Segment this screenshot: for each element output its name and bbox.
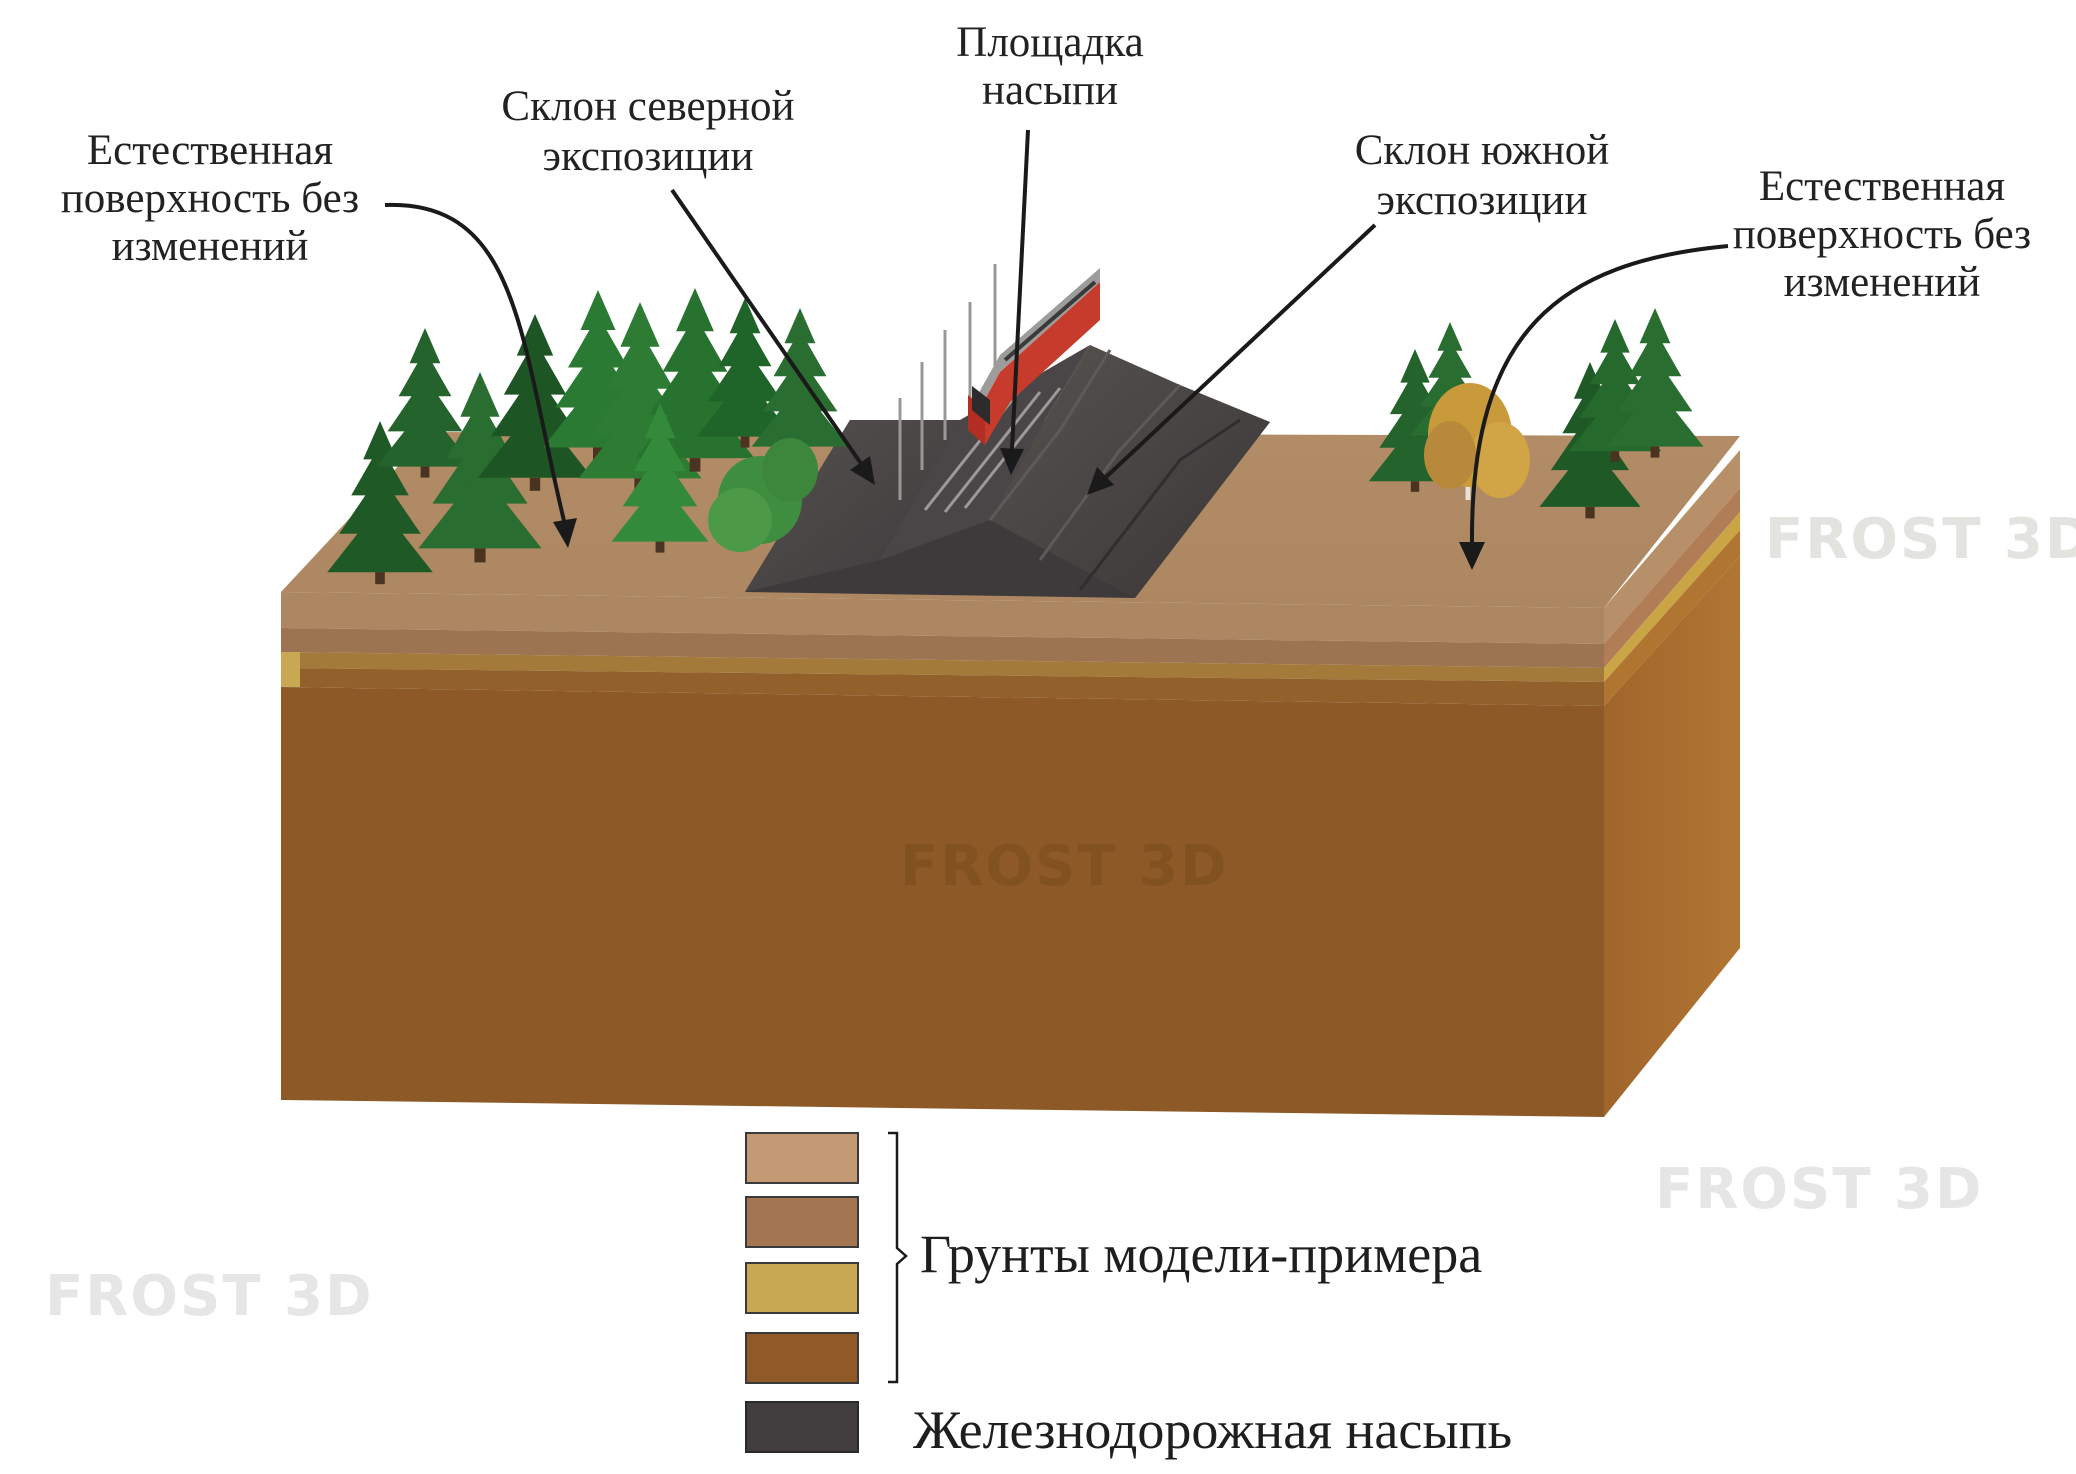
legend-swatch-soil-3 (745, 1262, 859, 1314)
label-natural-surface-right: Естественная поверхность без изменений (1733, 163, 2031, 306)
watermark: FROST 3D (45, 1264, 373, 1329)
legend: Грунты модели-примера Железнодорожная на… (745, 1131, 1512, 1460)
soil-block-front-layer-4 (281, 668, 1604, 706)
legend-swatch-soil-1 (745, 1132, 859, 1184)
arrowhead-icon (1087, 467, 1114, 495)
rail-2 (943, 391, 1042, 513)
embankment-ridge-3 (1078, 418, 1241, 591)
soil-block-side-layer-3 (1604, 512, 1740, 682)
label-line: Естественная (1759, 163, 2005, 210)
railway-embankment (745, 264, 1270, 598)
catenary-poles (898, 264, 997, 500)
label-line: поверхность без (1733, 211, 2031, 258)
label-north-slope: Склон северной экспозиции (501, 83, 794, 180)
forest-right (1368, 308, 1704, 519)
legend-embankment-label: Железнодорожная насыпь (913, 1400, 1512, 1460)
birch-tree-icon (1424, 383, 1530, 500)
embankment-ridge-2 (1038, 383, 1182, 561)
forest-left (327, 288, 849, 585)
label-line: экспозиции (1377, 177, 1588, 224)
watermark: FROST 3D (1655, 1157, 1983, 1222)
label-line: насыпи (982, 67, 1118, 114)
soil-block-side-layer-1 (1604, 450, 1740, 644)
soil-block-side-deep (1604, 556, 1740, 1117)
arrow-north-slope (670, 188, 864, 467)
soil-block-front-layer-1 (281, 592, 1604, 644)
watermark: FROST 3D (1765, 507, 2076, 572)
embankment-platform (880, 345, 1090, 560)
legend-soils-label: Грунты модели-примера (920, 1224, 1482, 1284)
label-natural-surface-left: Естественная поверхность без изменений (61, 127, 359, 270)
label-south-slope: Склон южной экспозиции (1355, 127, 1610, 224)
label-line: Естественная (87, 127, 333, 174)
label-line: экспозиции (543, 133, 754, 180)
label-line: Склон северной (501, 83, 794, 130)
arrow-platform (1010, 129, 1030, 451)
embankment-ridge-1 (988, 349, 1112, 521)
label-line: Площадка (956, 19, 1143, 66)
label-line: изменений (1784, 259, 1981, 306)
arrow-south-slope (1103, 223, 1377, 480)
arrow-natural-left (384, 202, 567, 526)
label-line: Склон южной (1355, 127, 1610, 174)
watermark: FROST 3D (900, 834, 1228, 899)
arrowhead-icon (553, 518, 577, 548)
train (968, 268, 1100, 445)
legend-bracket (888, 1131, 908, 1384)
label-line: изменений (112, 223, 309, 270)
arrowhead-icon (850, 456, 875, 485)
soil-block-side-layer-4 (1604, 530, 1740, 706)
label-platform: Площадка насыпи (956, 19, 1143, 114)
soil-block-front-layer-2 (281, 628, 1604, 668)
arrow-natural-right (1469, 244, 1729, 546)
legend-swatch-soil-4 (745, 1332, 859, 1384)
soil-block-side-layer-2 (1604, 488, 1740, 668)
legend-swatch-embankment (745, 1401, 859, 1453)
soil-block-front-deep (281, 687, 1604, 1117)
arrowhead-icon (1000, 448, 1024, 475)
embankment-north-slope (745, 420, 960, 592)
soil-block-front-sand-edge (281, 652, 300, 687)
callout-arrows (384, 129, 1729, 570)
arrowhead-icon (1459, 542, 1485, 570)
legend-swatch-soil-2 (745, 1196, 859, 1248)
shrub-icon (708, 438, 818, 552)
label-line: поверхность без (61, 175, 359, 222)
soil-block-front-layer-3 (281, 652, 1604, 682)
